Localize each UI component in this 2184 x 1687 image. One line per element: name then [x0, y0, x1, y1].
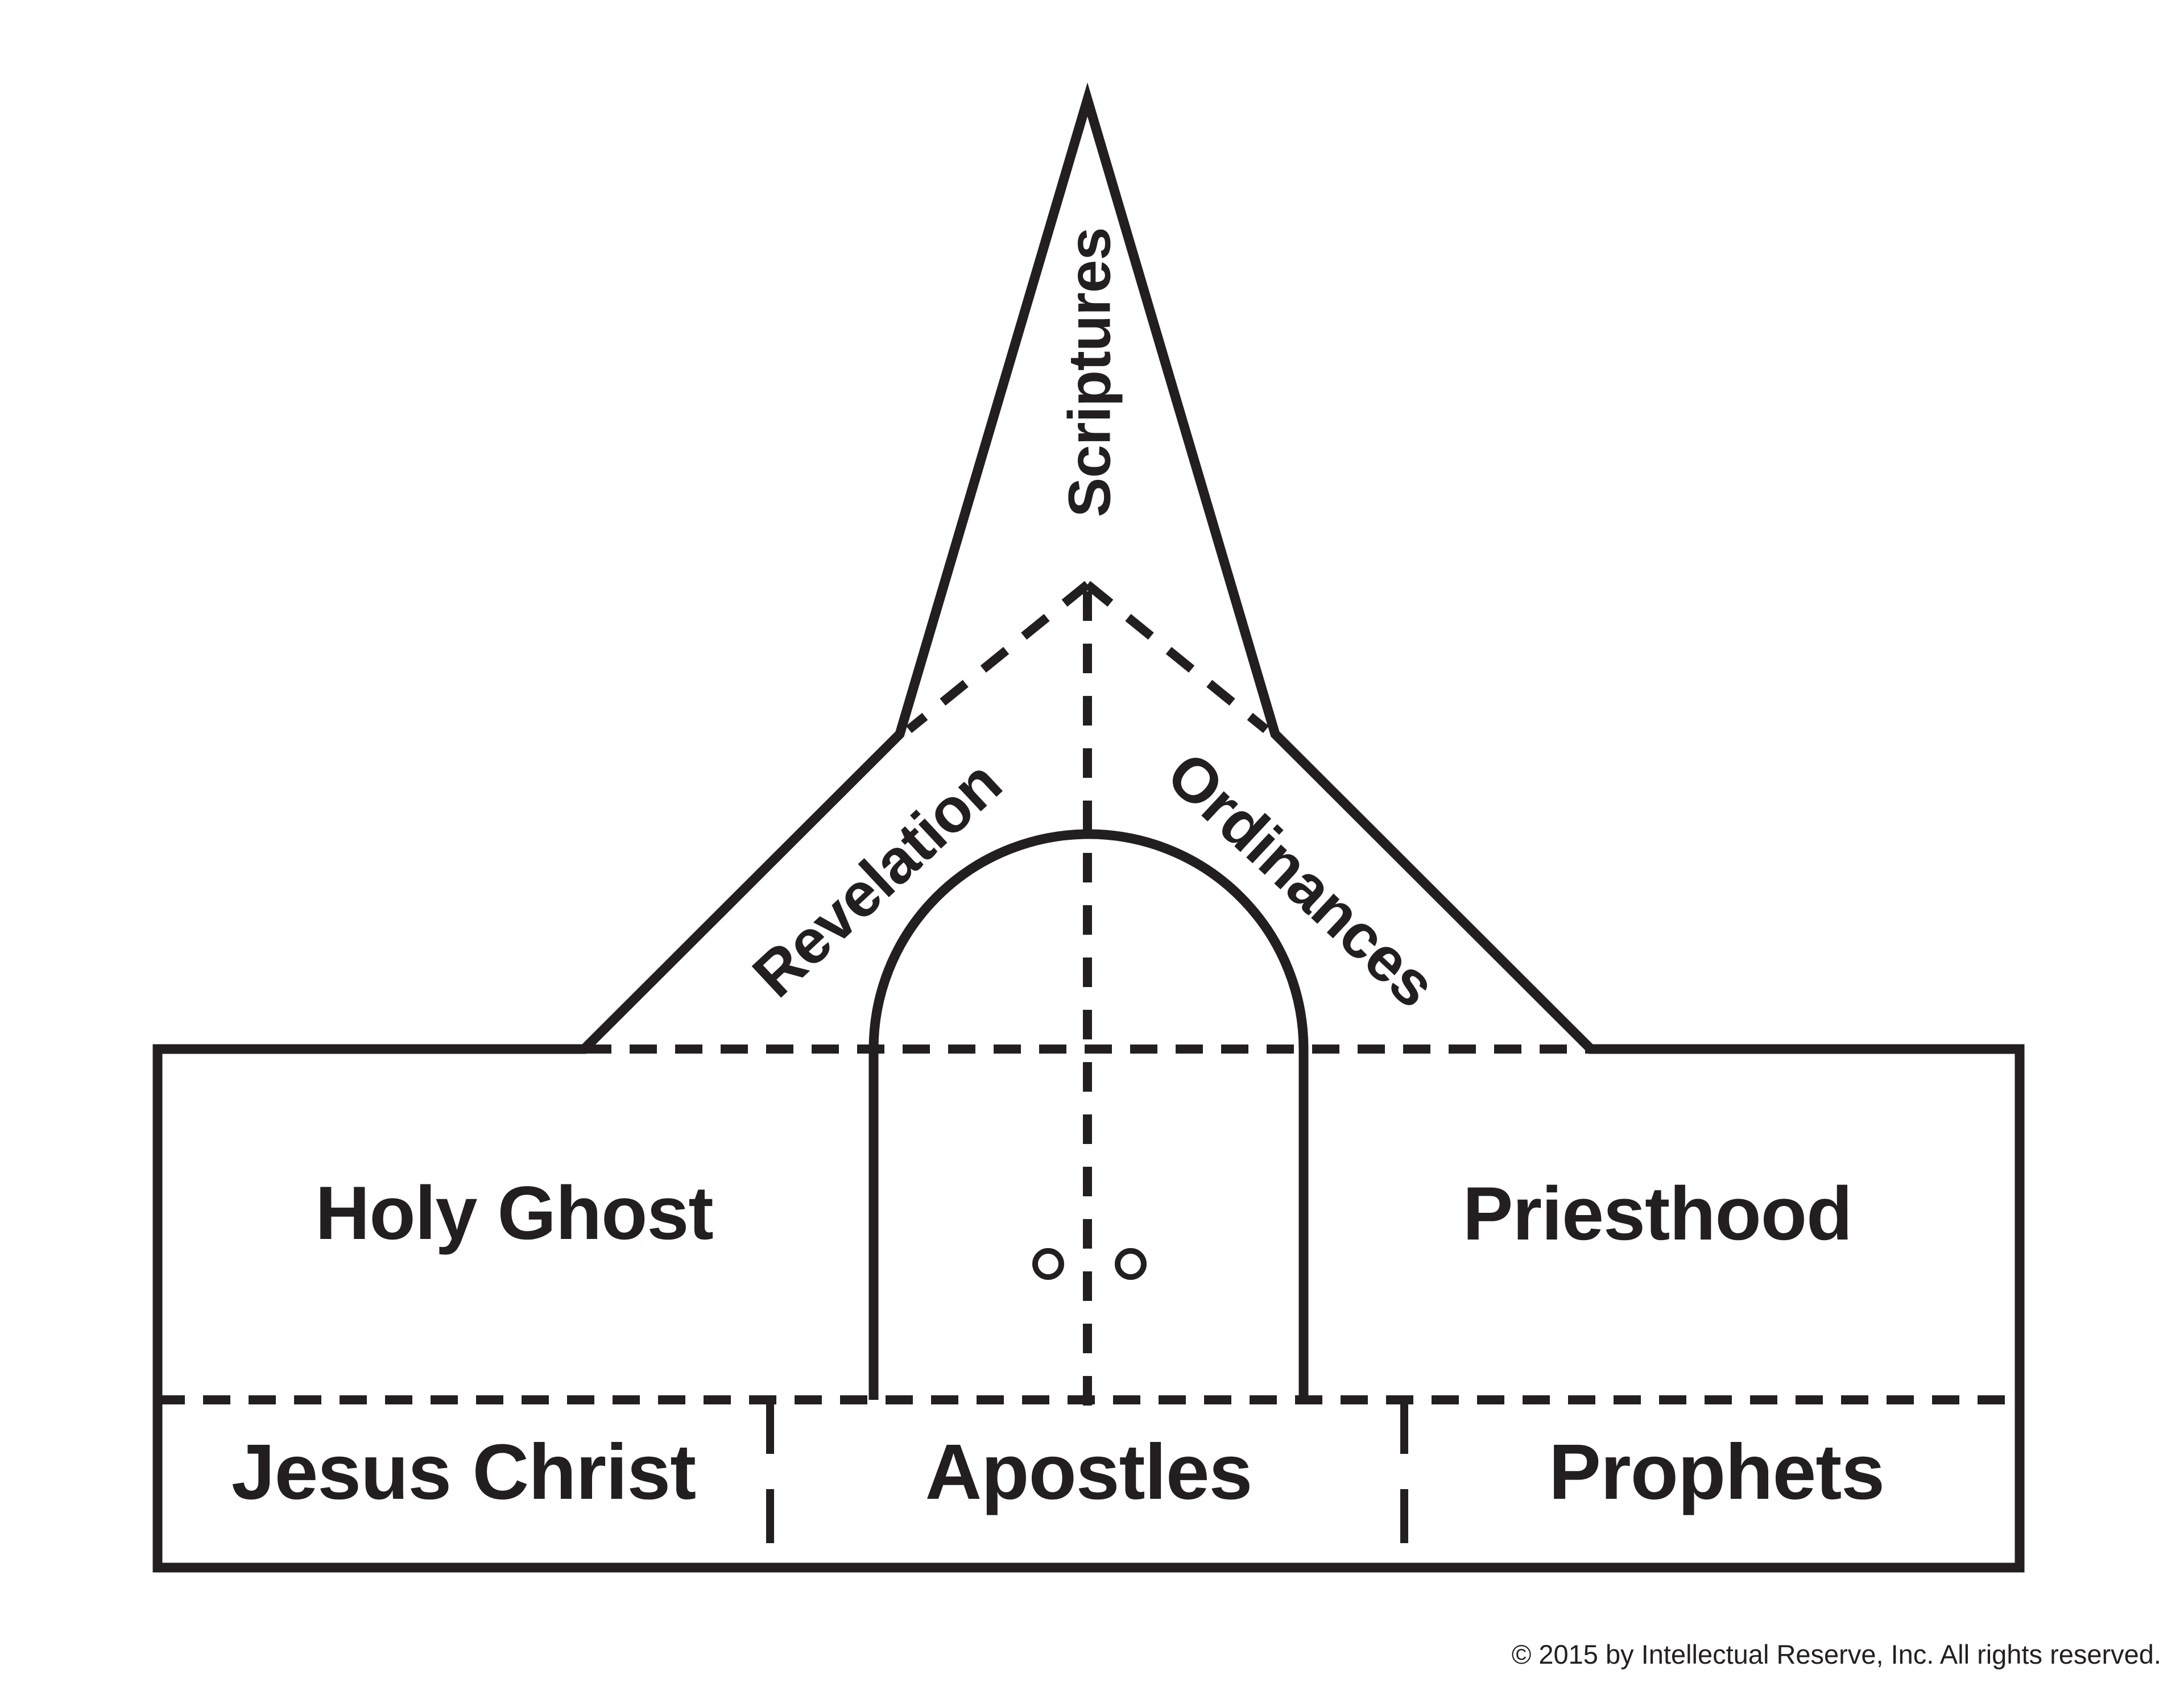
base-left-label: Jesus Christ	[231, 1428, 696, 1516]
door-knob-left	[1032, 1248, 1064, 1280]
roof-left-label: Revelation	[739, 748, 1014, 1011]
copyright-text: © 2015 by Intellectual Reserve, Inc. All…	[1512, 1639, 2161, 1669]
base-right-label: Prophets	[1549, 1428, 1884, 1516]
roof-fold-line-left	[905, 581, 1091, 733]
door-arch	[868, 829, 1309, 1400]
steeple-label: Scriptures	[1057, 227, 1123, 517]
body-left-label: Holy Ghost	[315, 1171, 713, 1255]
roof-fold-line-right	[1084, 581, 1269, 733]
building-outline-cut-line	[152, 82, 2025, 1573]
roof-right-label: Ordinances	[1153, 739, 1449, 1021]
door-knob-right	[1115, 1248, 1147, 1280]
base-center-label: Apostles	[925, 1428, 1252, 1516]
body-right-label: Priesthood	[1463, 1172, 1852, 1256]
